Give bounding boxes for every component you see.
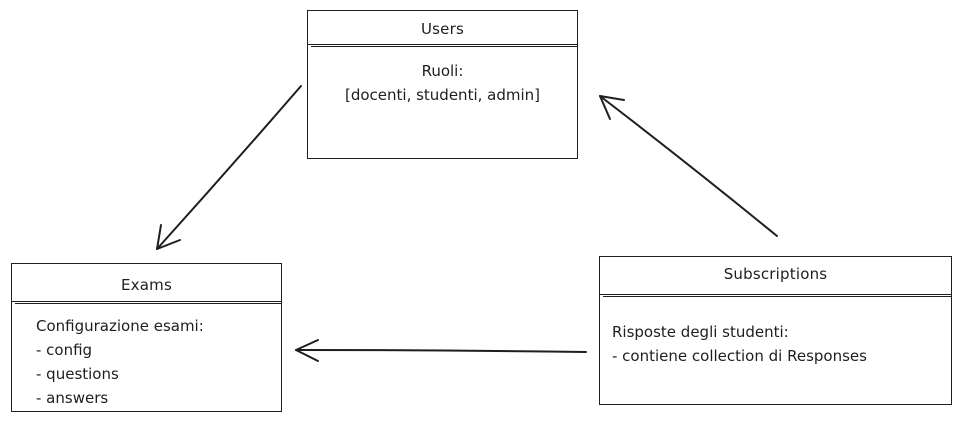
arrow-subscriptions-to-exams-line: [295, 349, 587, 353]
arrow-subscriptions-to-users-head: [599, 95, 625, 120]
exams-body-line: - questions: [36, 365, 119, 383]
exams-divider: [11, 301, 282, 304]
users-box[interactable]: Users Ruoli: [docenti, studenti, admin]: [307, 10, 578, 159]
subscriptions-box[interactable]: Subscriptions Risposte degli studenti: -…: [599, 256, 952, 405]
arrow-subscriptions-to-users-line: [599, 95, 778, 237]
users-body-line: [docenti, studenti, admin]: [344, 86, 540, 104]
arrow-subscriptions-to-users[interactable]: [599, 95, 778, 237]
exams-body: Configurazione esami: - config - questio…: [36, 314, 204, 410]
exams-body-line: - config: [36, 341, 93, 359]
subscriptions-body: Risposte degli studenti: - contiene coll…: [612, 320, 867, 368]
subscriptions-divider: [599, 294, 952, 297]
exams-body-line: Configurazione esami:: [36, 317, 204, 335]
arrow-users-to-exams-head: [156, 224, 181, 250]
arrow-subscriptions-to-exams-head: [295, 339, 319, 362]
users-divider: [307, 44, 578, 47]
users-body-line: Ruoli:: [421, 62, 464, 80]
arrow-users-to-exams[interactable]: [156, 85, 302, 250]
arrow-subscriptions-to-exams[interactable]: [295, 339, 587, 362]
exams-title: Exams: [121, 276, 172, 294]
users-title: Users: [420, 20, 464, 38]
users-body: Ruoli: [docenti, studenti, admin]: [308, 59, 577, 107]
subscriptions-body-line: Risposte degli studenti:: [612, 323, 789, 341]
exams-body-line: - answers: [36, 389, 109, 407]
arrow-users-to-exams-line: [156, 85, 302, 250]
subscriptions-title: Subscriptions: [723, 265, 828, 283]
subscriptions-body-line: - contiene collection di Responses: [612, 347, 867, 365]
exams-box[interactable]: Exams Configurazione esami: - config - q…: [11, 263, 282, 412]
